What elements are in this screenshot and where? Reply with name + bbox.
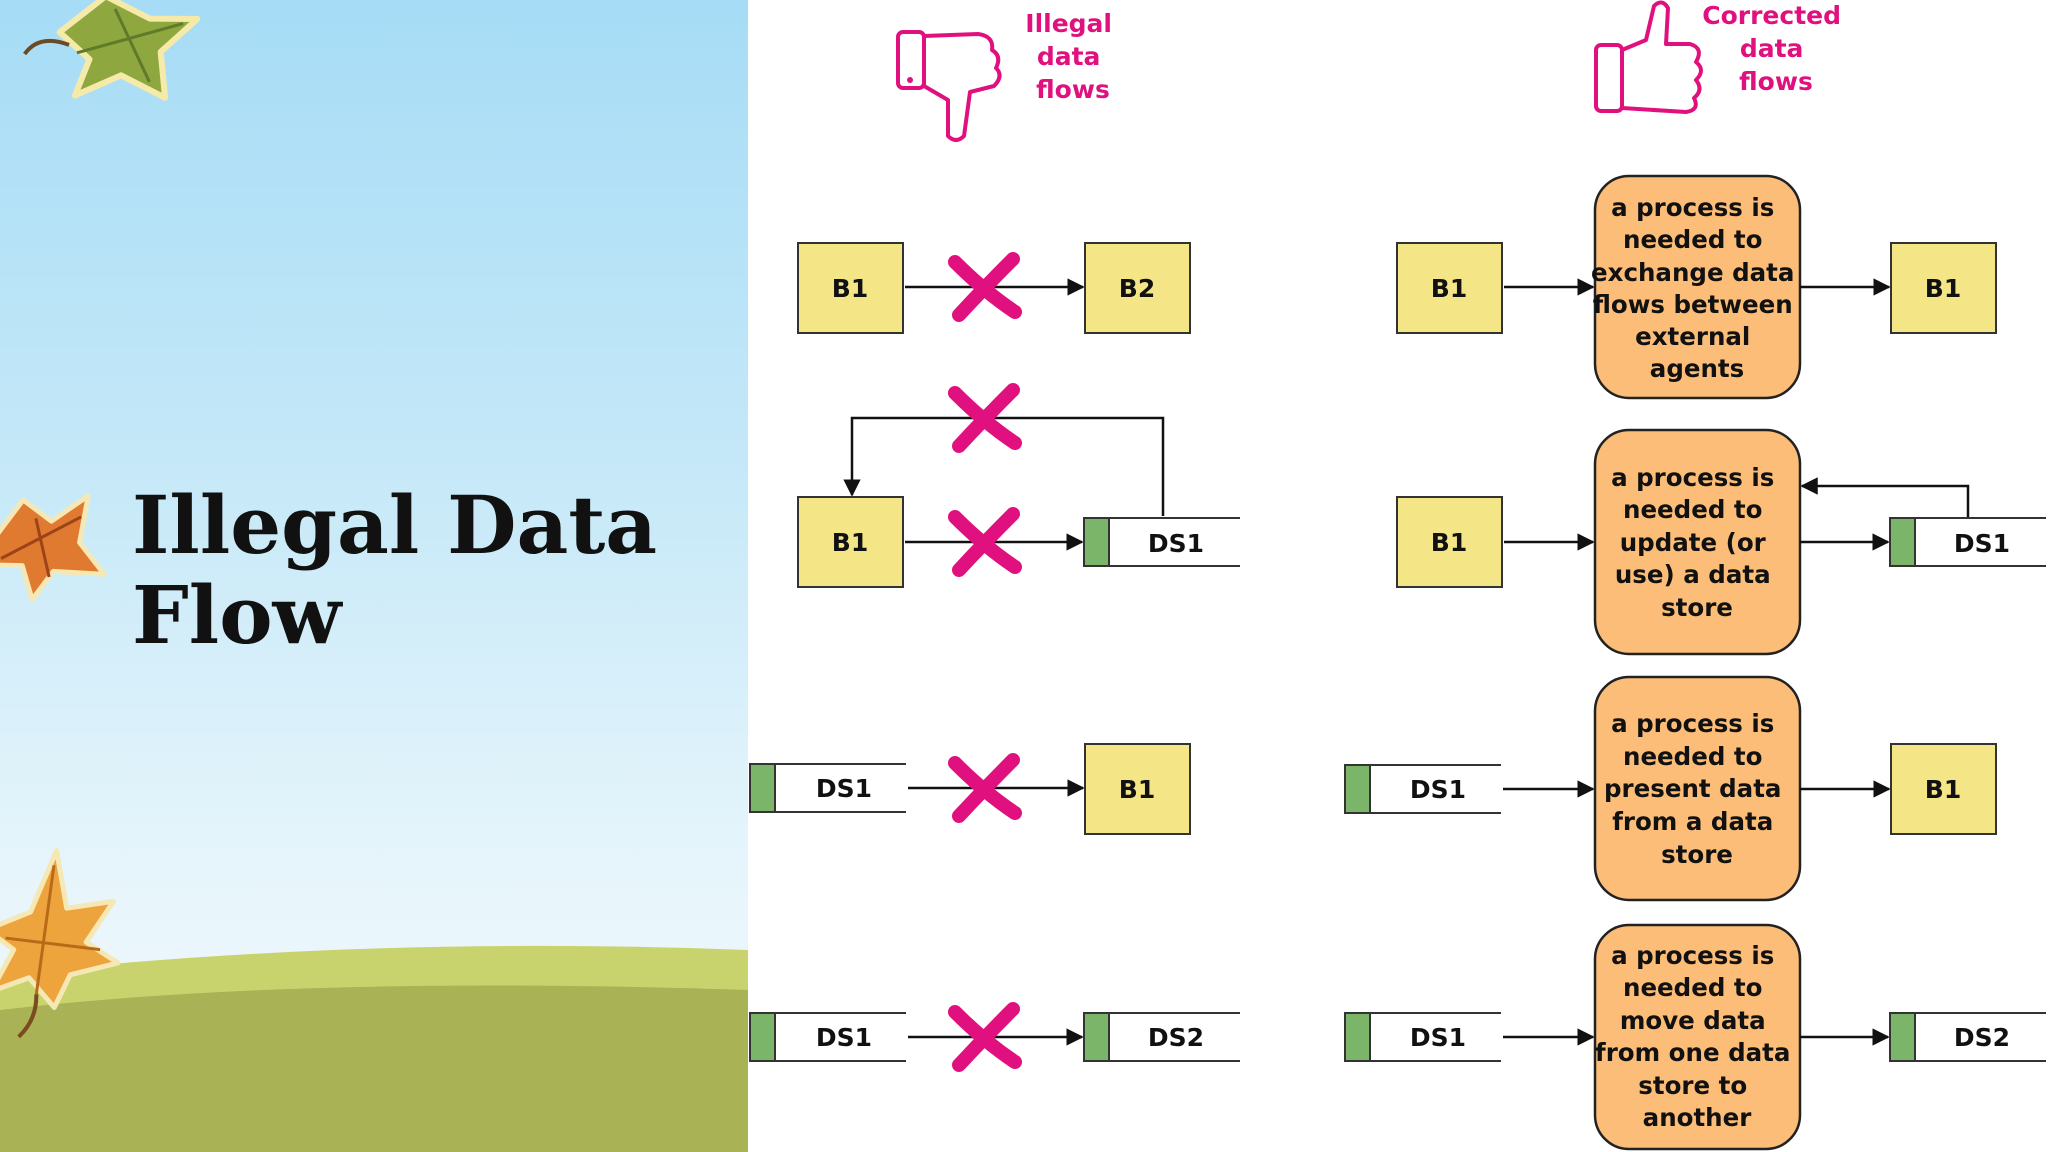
entity-label: B1 (832, 528, 868, 557)
datastore-label: DS1 (1410, 775, 1466, 804)
process-label: a process is needed to exchange data flo… (1591, 193, 1803, 383)
process-label-line: a process is (1611, 193, 1774, 222)
process-label-line: from one data (1595, 1038, 1790, 1067)
process-label-line: another (1643, 1103, 1753, 1132)
datastore-label: DS1 (1954, 529, 2010, 558)
external-entity-box (797, 496, 904, 588)
datastore-label: DS1 (1148, 529, 1204, 558)
return-flow-arrow (1800, 477, 1970, 518)
background-decor (0, 0, 748, 1152)
datastore-outline (1109, 1012, 1240, 1062)
process-label-line: needed to (1623, 742, 1762, 771)
corrected-row-3: DS1 a process is needed to present data … (1344, 675, 1997, 902)
datastore-outline (1109, 517, 1240, 567)
datastore-outline (1915, 517, 2046, 567)
process-label-line: present data (1604, 774, 1781, 803)
external-entity-box (1084, 743, 1191, 835)
process-label: a process is needed to move data from on… (1595, 941, 1799, 1132)
thumbs-up-icon (1594, 0, 1703, 114)
illegal-header: Illegal data flows (1025, 9, 1120, 104)
process-label-line: move data (1620, 1006, 1766, 1035)
leaf-icon (23, 0, 201, 101)
datastore-label: DS2 (1148, 1023, 1204, 1052)
external-entity-box (797, 242, 904, 334)
entity-label: B1 (1925, 775, 1961, 804)
corrected-header-line: flows (1739, 67, 1813, 96)
title-panel: Illegal Data Flow (0, 0, 748, 1152)
thumbs-down-icon (896, 30, 1002, 142)
corrected-header: Corrected data flows (1702, 1, 1849, 96)
slide-title: Illegal Data Flow (132, 478, 658, 662)
datastore-tab (1889, 1012, 1916, 1062)
datastore-label: DS1 (1410, 1023, 1466, 1052)
process-label-line: store (1661, 593, 1733, 622)
process-label-line: store to (1638, 1071, 1747, 1100)
process-label-line: store (1661, 840, 1733, 869)
illegal-row-1: B1 B2 (797, 242, 1191, 334)
process-label-line: a process is (1611, 709, 1774, 738)
datastore-label: DS1 (816, 1023, 872, 1052)
datastore-tab (749, 763, 776, 813)
corrected-header-line: data (1740, 34, 1804, 63)
process-label-line: external (1635, 322, 1750, 351)
datastore-tab (1344, 1012, 1371, 1062)
process-label-line: needed to (1623, 495, 1762, 524)
illegal-header-line: data (1037, 42, 1101, 71)
data-flow-diagram: Illegal data flows Corrected data flows … (749, 0, 2046, 1151)
process-label-line: agents (1650, 354, 1744, 383)
entity-label: B1 (1431, 528, 1467, 557)
entity-label: B1 (832, 274, 868, 303)
process-label: a process is needed to present data from… (1604, 709, 1790, 869)
datastore-outline (775, 1012, 906, 1062)
datastore-label: DS2 (1954, 1023, 2010, 1052)
external-entity-box (1890, 242, 1997, 334)
leaf-icon (0, 493, 107, 603)
process-label-line: a process is (1611, 941, 1774, 970)
corrected-row-2: B1 a process is needed to update (or use… (1396, 428, 2046, 656)
process-label-line: a process is (1611, 463, 1774, 492)
leaf-icon (0, 848, 121, 1039)
process-label-line: flows between (1593, 290, 1793, 319)
external-entity-box (1396, 242, 1503, 334)
datastore-outline (1370, 764, 1501, 814)
process-label-line: from a data (1612, 807, 1773, 836)
datastore-label: DS1 (816, 774, 872, 803)
datastore-outline (775, 763, 906, 813)
corrected-row-1: B1 a process is needed to exchange data … (1396, 174, 1997, 400)
external-entity-box (1396, 496, 1503, 588)
process-label-line: needed to (1623, 973, 1762, 1002)
datastore-tab (1083, 517, 1110, 567)
illegal-header-line: flows (1036, 75, 1110, 104)
process-label-line: use) a data (1615, 560, 1771, 589)
illegal-row-2: B1 DS1 (797, 390, 1240, 588)
process-label: a process is needed to update (or use) a… (1611, 463, 1783, 622)
external-entity-box (1890, 743, 1997, 835)
process-label-line: needed to (1623, 225, 1762, 254)
datastore-tab (1344, 764, 1371, 814)
illegal-header-line: Illegal (1025, 9, 1112, 38)
datastore-tab (1083, 1012, 1110, 1062)
process-label-line: update (or (1620, 528, 1767, 557)
datastore-outline (1915, 1012, 2046, 1062)
external-entity-box (1084, 242, 1191, 334)
entity-label: B2 (1119, 274, 1155, 303)
datastore-tab (749, 1012, 776, 1062)
front-hill (0, 985, 748, 1152)
illegal-row-4: DS1 DS2 (749, 1009, 1240, 1065)
entity-label: B1 (1925, 274, 1961, 303)
return-flow-arrow (843, 416, 1165, 516)
corrected-header-line: Corrected (1702, 1, 1841, 30)
illegal-row-3: DS1 B1 (749, 743, 1191, 835)
entity-label: B1 (1119, 775, 1155, 804)
corrected-row-4: DS1 a process is needed to move data fro… (1344, 923, 2046, 1151)
process-label-line: exchange data (1591, 258, 1794, 287)
datastore-tab (1889, 517, 1916, 567)
datastore-outline (1370, 1012, 1501, 1062)
entity-label: B1 (1431, 274, 1467, 303)
